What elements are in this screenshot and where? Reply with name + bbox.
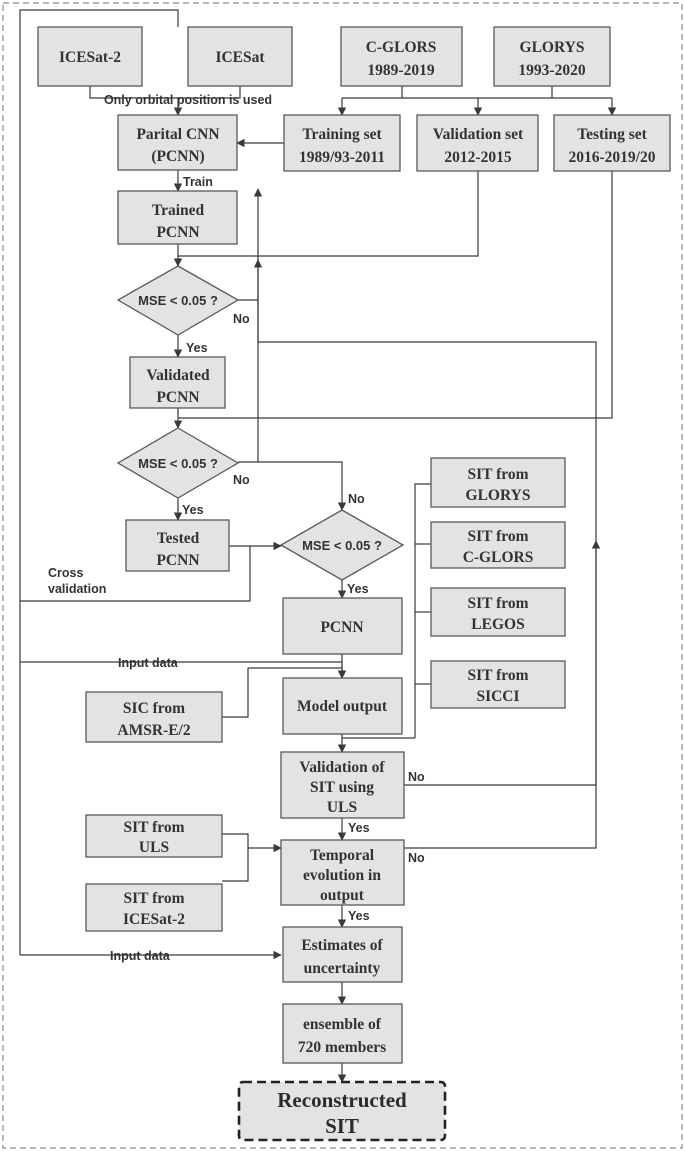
sit-glorys-box: SIT from GLORYS [430,457,566,508]
temporal-line2: evolution in [303,867,381,884]
validation-uls-line3: ULS [327,799,357,816]
sit-icesat2-line1: SIT from [123,890,184,907]
temporal-line3: output [320,887,365,904]
sic-amsr-box: SIC from AMSR-E/2 [85,691,223,743]
reconstructed-line1: Reconstructed [277,1088,407,1112]
model-output-box: Model output [282,677,403,735]
validation-set-box: Validation set 2012-2015 [416,114,539,172]
sit-sicci-line2: SICCI [476,688,519,705]
ensemble-line1: ensemble of [303,1016,382,1033]
partial-pcnn-line2: (PCNN) [151,148,204,165]
yes-label-3: Yes [347,582,369,596]
sit-glorys-line1: SIT from [467,466,528,483]
cglors-line1: C-GLORS [366,39,437,56]
training-set-line1: Training set [302,126,382,143]
mse-decision-1-label: MSE < 0.05 ? [138,293,218,308]
input-data-label-1: Input data [118,656,179,670]
connectors [19,9,617,1083]
train-label: Train [183,175,213,189]
sit-cglors-box: SIT from C-GLORS [430,521,566,569]
mse-decision-3-label: MSE < 0.05 ? [302,538,382,553]
input-data-label-2: Input data [110,949,171,963]
uncertainty-line2: uncertainty [304,960,381,977]
model-output-label: Model output [297,698,388,715]
pcnn-label: PCNN [320,619,363,636]
validation-uls-line2: SIT using [310,779,374,796]
testing-set-line1: Testing set [577,126,647,143]
reconstructed-box: Reconstructed SIT [237,1080,447,1142]
sit-legos-line2: LEGOS [471,616,524,633]
edge-labels: Only orbital position is used Train No Y… [48,93,425,963]
validated-pcnn-line2: PCNN [156,389,199,406]
cglors-line2: 1989-2019 [367,62,434,79]
no-label-2: No [233,473,250,487]
partial-pcnn-box: Parital CNN (PCNN) [117,114,238,171]
no-label-5: No [408,851,425,865]
sit-sicci-line1: SIT from [467,667,528,684]
sit-cglors-line2: C-GLORS [463,549,534,566]
sit-icesat2-line2: ICESat-2 [123,911,185,928]
training-set-line2: 1989/93-2011 [299,149,385,166]
sit-icesat2-box: SIT from ICESat-2 [85,883,223,932]
tested-pcnn-box: Tested PCNN [125,519,230,572]
validation-uls-box: Validation of SIT using ULS [280,751,405,819]
testing-set-box: Testing set 2016-2019/20 [553,114,671,172]
trained-pcnn-line2: PCNN [156,224,199,241]
sit-uls-box: SIT from ULS [85,814,223,858]
sit-legos-box: SIT from LEGOS [430,587,566,637]
icesat2-box: ICESat-2 [37,26,143,87]
tested-pcnn-line1: Tested [157,530,200,547]
sit-glorys-line2: GLORYS [466,487,531,504]
sit-uls-line2: ULS [139,839,169,856]
partial-pcnn-line1: Parital CNN [136,126,219,143]
sit-sicci-box: SIT from SICCI [430,660,566,709]
uncertainty-line1: Estimates of [301,937,383,954]
icesat-label: ICESat [215,49,265,66]
pcnn-box: PCNN [282,597,403,655]
glorys-box: GLORYS 1993-2020 [493,26,611,87]
mse-decision-2: MSE < 0.05 ? [116,427,240,499]
icesat-box: ICESat [187,26,293,87]
training-set-box: Training set 1989/93-2011 [283,114,401,172]
yes-label-2: Yes [182,503,204,517]
mse-decision-2-label: MSE < 0.05 ? [138,456,218,471]
validated-pcnn-line1: Validated [146,367,210,384]
sit-cglors-line1: SIT from [467,528,528,545]
tested-pcnn-line2: PCNN [156,552,199,569]
validation-uls-line1: Validation of [299,759,385,776]
sit-legos-line1: SIT from [467,595,528,612]
reconstructed-line2: SIT [325,1114,359,1138]
sit-uls-line1: SIT from [123,819,184,836]
validation-set-line1: Validation set [433,126,524,143]
testing-set-line2: 2016-2019/20 [569,149,656,166]
orbital-position-label: Only orbital position is used [104,93,272,107]
temporal-line1: Temporal [310,847,375,864]
ensemble-box: ensemble of 720 members [282,1003,403,1064]
sic-amsr-line2: AMSR-E/2 [117,722,190,739]
yes-label-4: Yes [348,821,370,835]
no-label-4: No [408,770,425,784]
mse-decision-1: MSE < 0.05 ? [116,265,240,336]
no-label-3: No [348,492,365,506]
glorys-line2: 1993-2020 [518,62,585,79]
glorys-line1: GLORYS [520,39,585,56]
validated-pcnn-box: Validated PCNN [129,356,226,409]
mse-decision-3: MSE < 0.05 ? [279,509,405,581]
temporal-box: Temporal evolution in output [280,839,405,906]
trained-pcnn-box: Trained PCNN [117,190,238,245]
yes-label-5: Yes [348,909,370,923]
cross-validation-line1: Cross [48,566,83,580]
icesat2-label: ICESat-2 [59,49,121,66]
validation-set-line2: 2012-2015 [444,149,511,166]
no-label-1: No [233,312,250,326]
yes-label-1: Yes [186,341,208,355]
uncertainty-box: Estimates of uncertainty [282,926,403,983]
trained-pcnn-line1: Trained [152,202,205,219]
cglors-box: C-GLORS 1989-2019 [340,26,463,87]
ensemble-line2: 720 members [298,1039,386,1056]
cross-validation-line2: validation [48,582,106,596]
sic-amsr-line1: SIC from [123,700,185,717]
